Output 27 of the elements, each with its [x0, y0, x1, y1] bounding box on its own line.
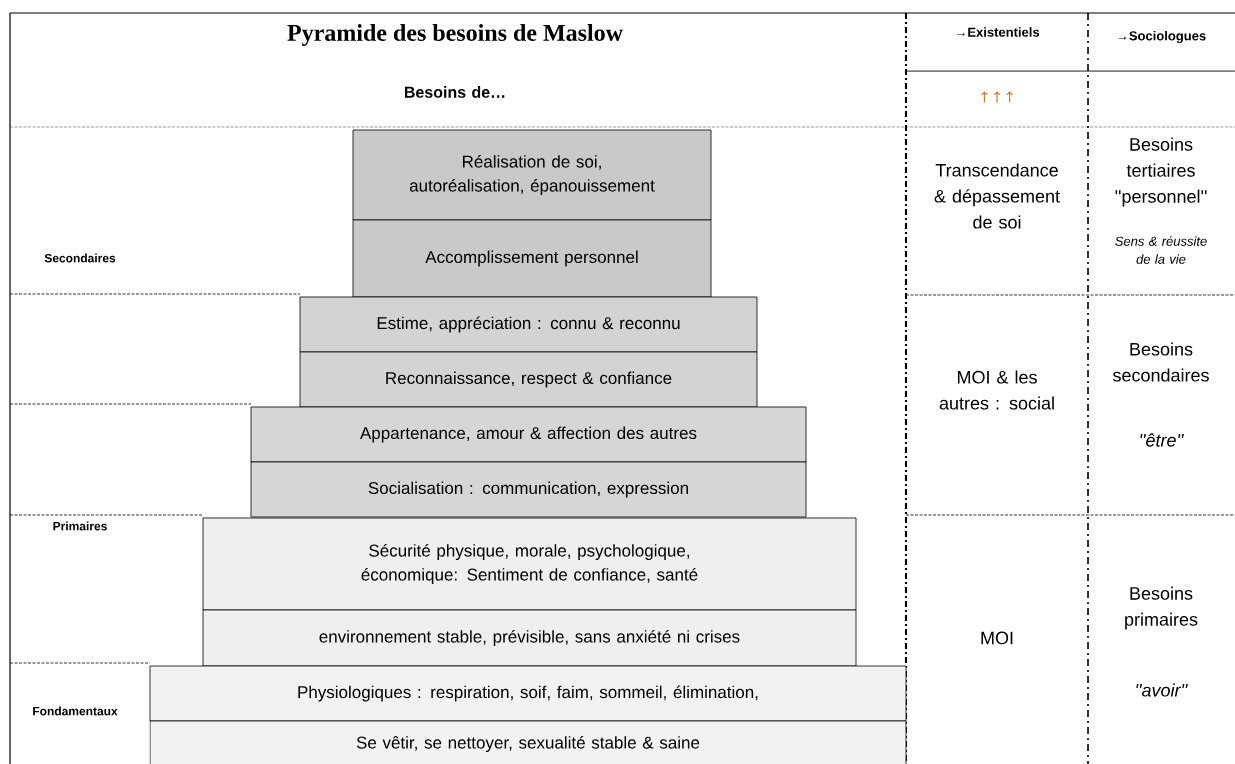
cell-text: Besoins secondaires [1113, 342, 1209, 382]
row-label: Secondaires [44, 253, 116, 263]
column-header: →Sociologues [1118, 30, 1206, 44]
cell-text: Besoins primaires [1125, 586, 1198, 630]
pyramid-level-box: environnement stable, prévisible, sans anxiété ni crises [202, 609, 857, 667]
row-label: Fondamentaux [33, 706, 118, 716]
title: Pyramide des besoins de Maslow [287, 24, 623, 46]
pyramid-level-box: Se vêtir, se nettoyer, sexualité stable & saine [149, 720, 907, 764]
pyramid-level-box: Estime, appréciation : connu & reconnu [299, 296, 758, 353]
cell-text: Besoins tertiaires ''personnel'' [1115, 137, 1207, 207]
cell-text: ''être'' [1140, 433, 1184, 447]
pyramid-level-box: Appartenance, amour & affection des autres [250, 406, 807, 463]
cell-text: Transcendance & dépassement de soi [934, 163, 1060, 229]
row-header: Besoins de… [404, 86, 505, 98]
pyramid-level-box: Reconnaissance, respect & confiance [299, 351, 758, 408]
row-label: Primaires [53, 521, 107, 531]
cell-text: MOI [981, 631, 1013, 645]
cell-text: ''avoir'' [1136, 683, 1188, 697]
up-arrows-text: ↑↑↑ [981, 91, 1013, 103]
pyramid-level-box: Physiologiques : respiration, soif, faim, sommeil, élimination, [149, 665, 907, 722]
column-header: →Existentiels [957, 27, 1040, 37]
pyramid-level-box: Socialisation : communication, expression [250, 461, 807, 518]
cell-text: MOI & les autres : social [939, 370, 1054, 410]
pyramid-level-box: Réalisation de soi, autoréalisation, épanouissement [352, 129, 712, 221]
pyramid-level-box: Sécurité physique, morale, psychologique, économique: Sentiment de confiance, santé [202, 517, 857, 611]
pyramid-level-box: Accomplissement personnel [352, 219, 712, 298]
cell-text: Sens & réussite de la vie [1115, 236, 1207, 264]
